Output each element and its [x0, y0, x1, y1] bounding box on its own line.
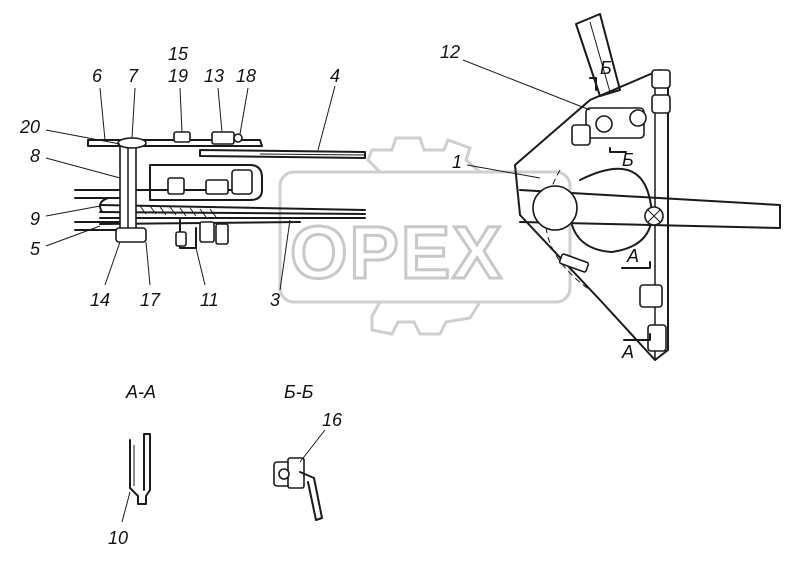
callout-8: 8 [30, 146, 40, 166]
callout-16: 16 [322, 410, 343, 430]
pedal-rod-assembly [74, 131, 366, 249]
callout-10: 10 [108, 528, 128, 548]
callout-5: 5 [30, 239, 41, 259]
marker-b-bottom: Б [622, 150, 634, 170]
callout-20: 20 [19, 117, 40, 137]
callout-17: 17 [140, 290, 161, 310]
section-label-aa: А-А [125, 382, 156, 402]
callout-18: 18 [236, 66, 256, 86]
callout-1: 1 [452, 152, 462, 172]
callout-9: 9 [30, 209, 40, 229]
section-bb-view: Б-Б [273, 382, 323, 521]
callout-11: 11 [200, 290, 219, 310]
marker-a-bottom: А [621, 342, 634, 362]
leader-lines [45, 59, 591, 523]
callout-15: 15 [168, 44, 189, 64]
callout-19: 19 [168, 66, 188, 86]
callout-14: 14 [90, 290, 110, 310]
callout-numbers: 15 19 13 18 6 7 4 20 8 9 5 14 17 11 3 1 … [19, 42, 462, 548]
watermark-text: OPEX [290, 211, 504, 294]
lever-bracket [514, 13, 781, 361]
watermark-logo: OPEX [278, 136, 572, 336]
marker-a-top: А [626, 246, 639, 266]
section-label-bb: Б-Б [284, 382, 314, 402]
callout-12: 12 [440, 42, 460, 62]
section-aa-view: А-А [125, 382, 156, 505]
callout-3: 3 [270, 290, 280, 310]
callout-6: 6 [92, 66, 103, 86]
callout-4: 4 [330, 66, 340, 86]
marker-b-top: Б [600, 58, 612, 78]
section-markers: Б Б А А [589, 58, 651, 362]
callout-13: 13 [204, 66, 224, 86]
callout-7: 7 [128, 66, 139, 86]
